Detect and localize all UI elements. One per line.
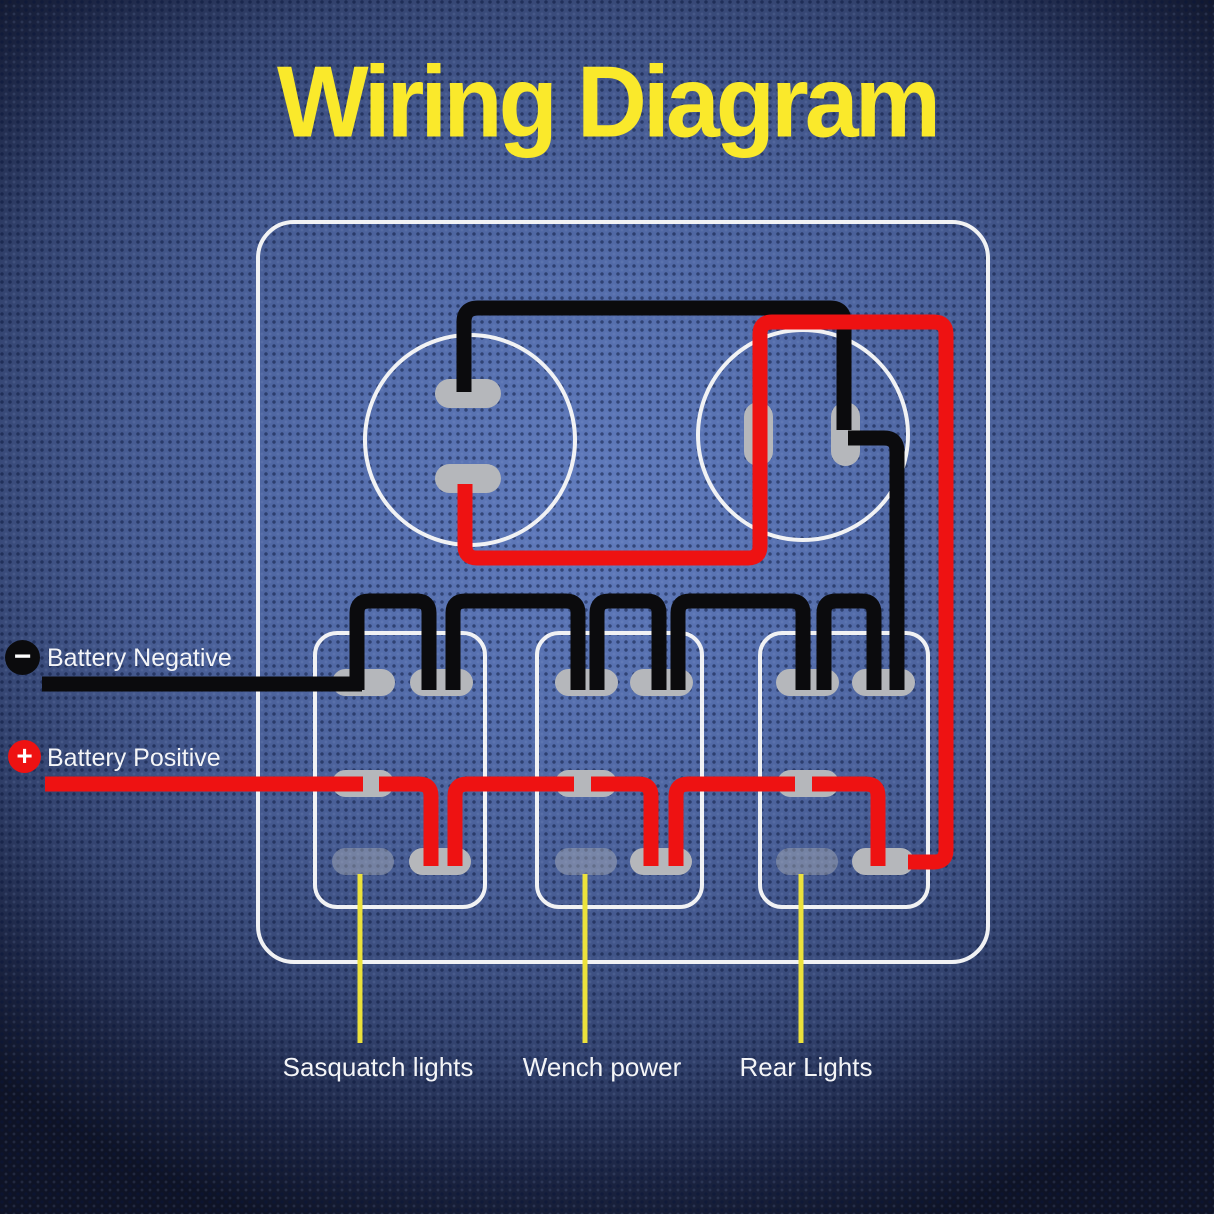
sw2-terminal-top-left bbox=[555, 669, 618, 696]
wire-pos-sw1-drop bbox=[379, 776, 439, 866]
positive-wires bbox=[45, 314, 954, 870]
wire-pos-sw2-drop bbox=[591, 776, 659, 866]
wire-pos-sw1-to-sw2 bbox=[447, 776, 574, 866]
battery-negative-icon: − bbox=[5, 640, 40, 675]
terminal-left-circle-bottom bbox=[435, 464, 501, 493]
wire-neg-jumper-4 bbox=[670, 593, 811, 690]
switch-body-3 bbox=[758, 631, 930, 909]
battery-positive-label: Battery Positive bbox=[47, 744, 221, 772]
terminal-left-circle-top bbox=[435, 379, 501, 408]
sw2-terminal-bottom-left-dim bbox=[555, 848, 617, 875]
battery-negative-label: Battery Negative bbox=[47, 644, 232, 672]
battery-positive-icon: + bbox=[8, 740, 41, 773]
page-title: Wiring Diagram bbox=[277, 44, 941, 159]
wire-neg-circle-to-sw3 bbox=[848, 430, 905, 690]
switch-label-rear-lights: Rear Lights bbox=[739, 1052, 873, 1082]
wire-pos-sw3-drop bbox=[812, 776, 886, 866]
label-pointer-lines bbox=[357, 874, 804, 1043]
sw3-terminal-top-right bbox=[852, 669, 915, 696]
wire-pos-circle-loop bbox=[457, 314, 954, 870]
sw3-terminal-bottom-left-dim bbox=[776, 848, 838, 875]
sw1-terminal-bottom-left-dim bbox=[332, 848, 394, 875]
sw1-terminal-top-right bbox=[410, 669, 473, 696]
switch-label-wench-power: Wench power bbox=[522, 1052, 682, 1082]
switch-label-sasquatch-lights: Sasquatch lights bbox=[282, 1052, 474, 1082]
switch-body-2 bbox=[535, 631, 704, 909]
outer-panel-outline bbox=[256, 220, 990, 964]
wire-pos-sw2-to-sw3 bbox=[668, 776, 795, 866]
wire-neg-jumper-3 bbox=[589, 593, 667, 690]
wire-neg-jumper-1 bbox=[349, 593, 437, 690]
wire-neg-jumper-2 bbox=[445, 593, 586, 690]
connector-circle-right bbox=[696, 328, 910, 542]
wire-neg-jumper-5 bbox=[816, 593, 882, 690]
switch-body-1 bbox=[313, 631, 487, 909]
panel-outlines bbox=[256, 220, 990, 964]
